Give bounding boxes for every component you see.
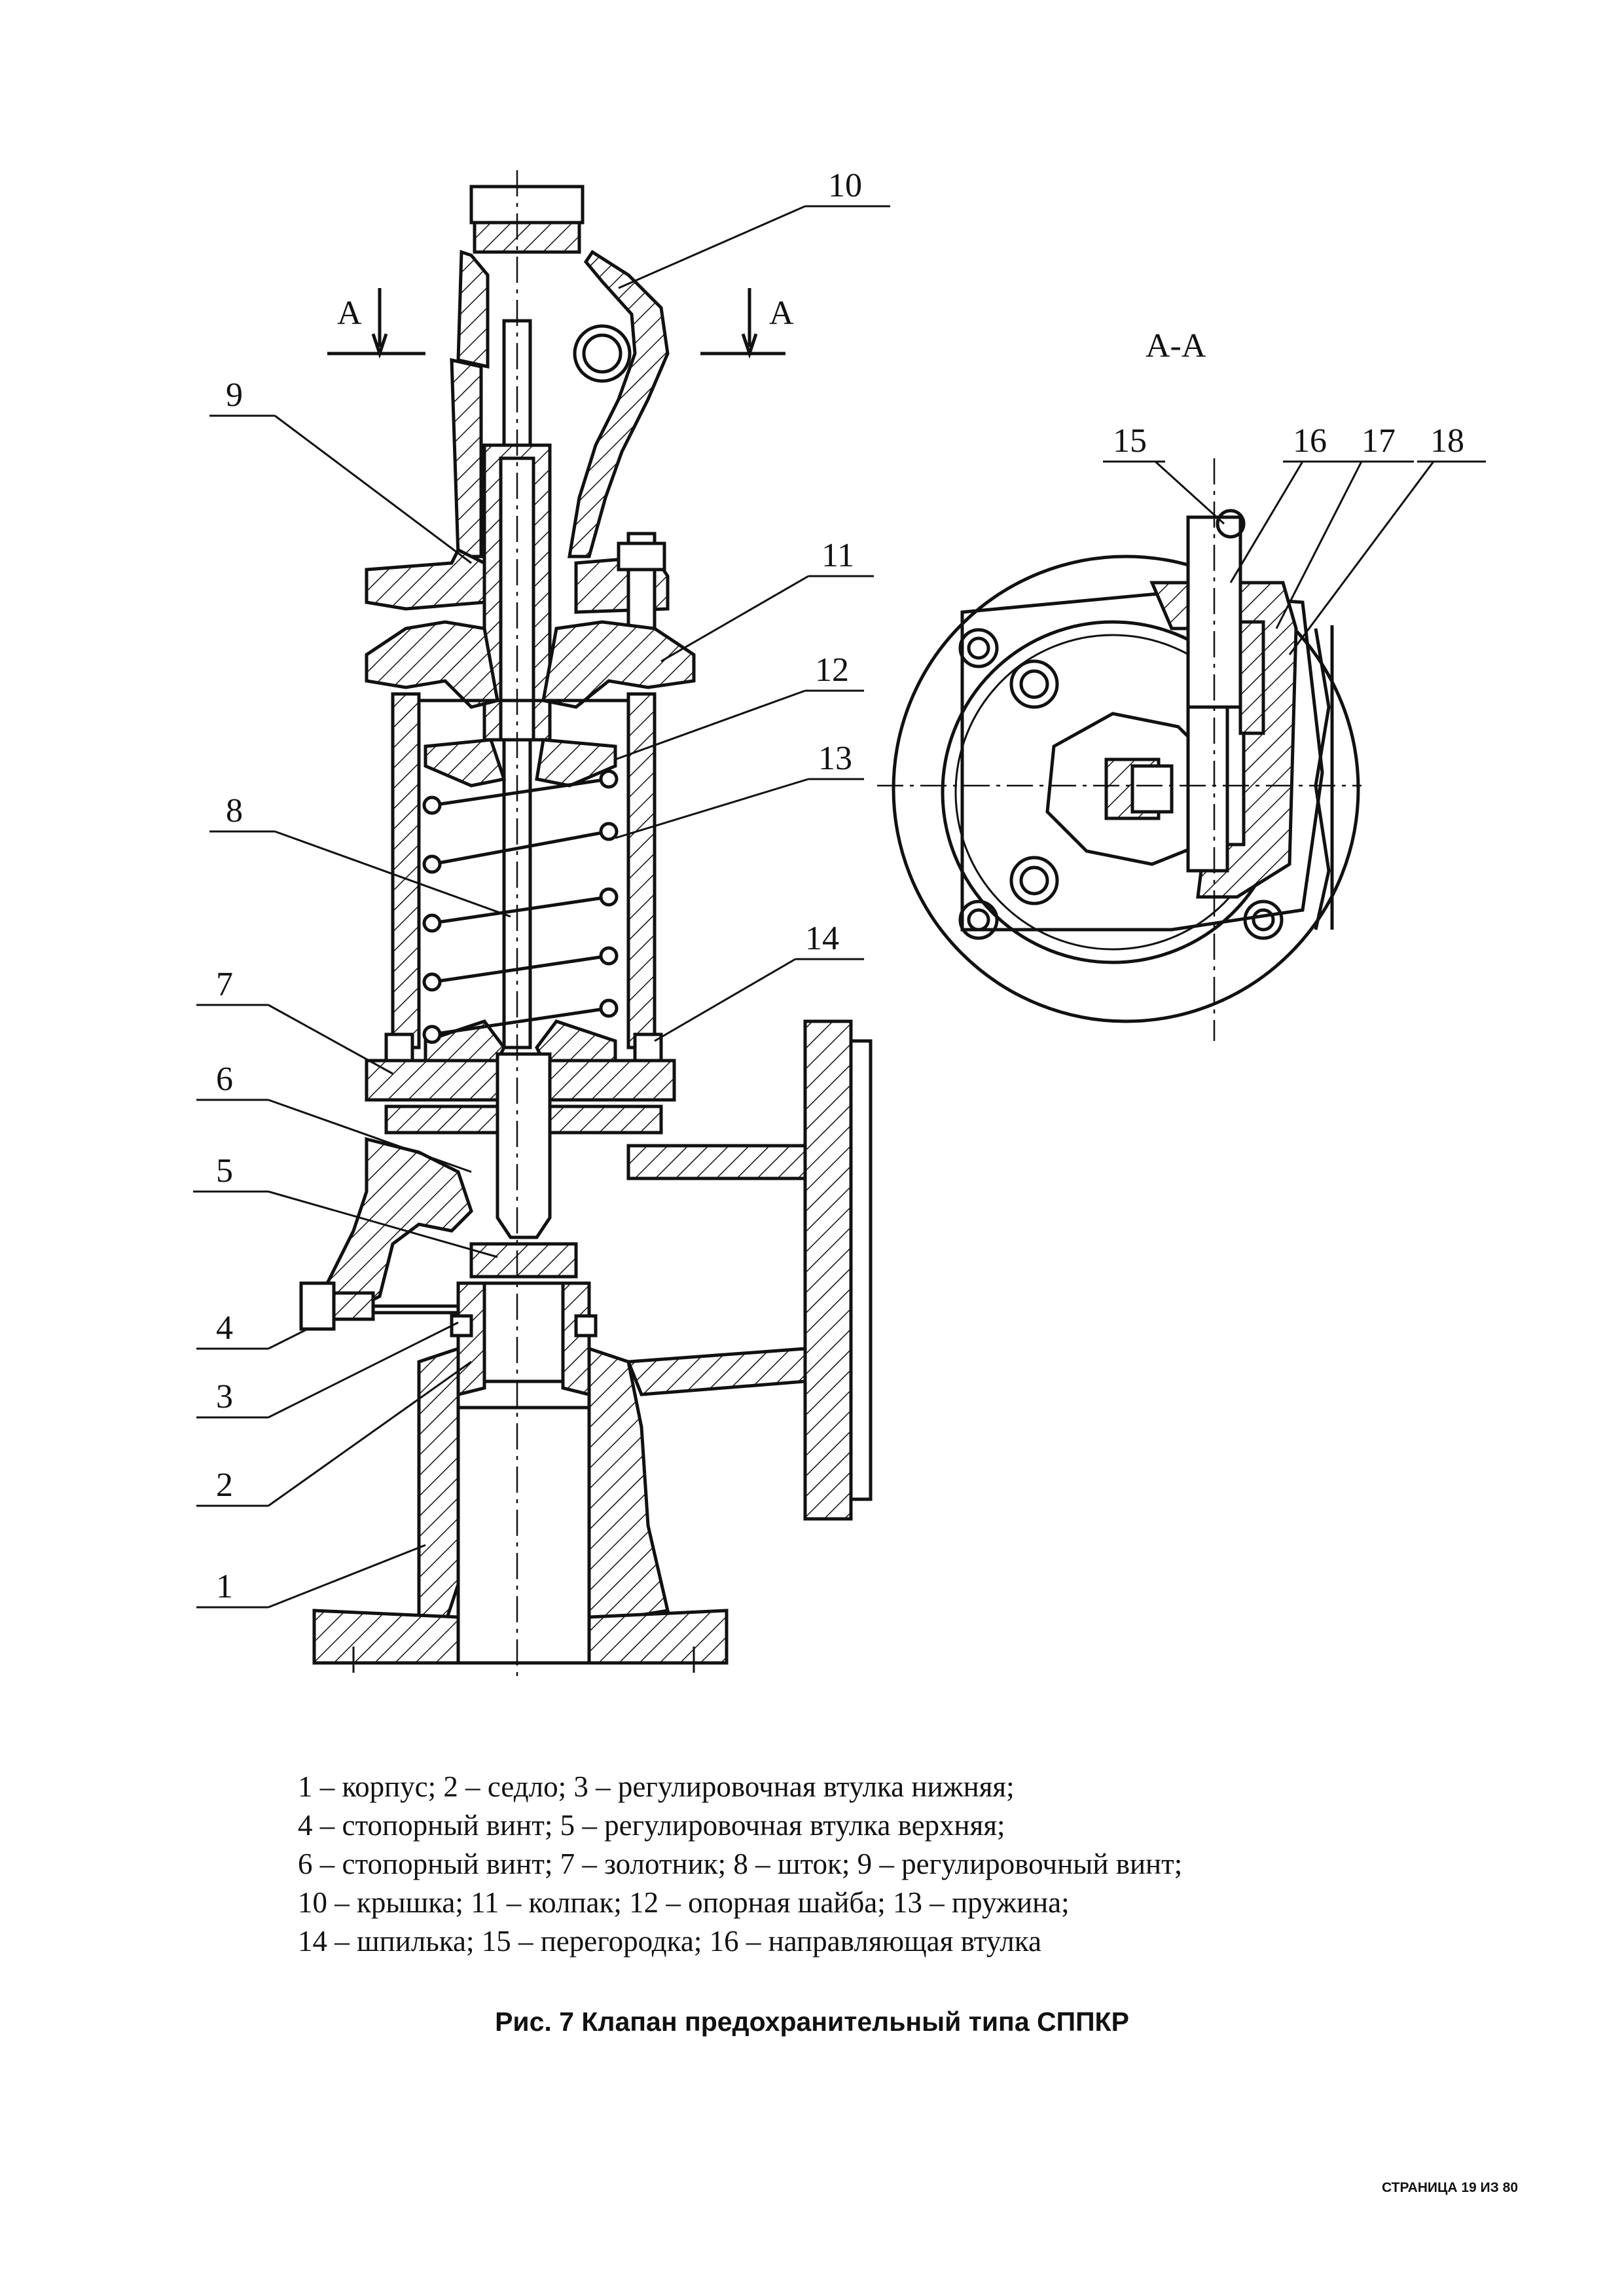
leader-lines [193,205,1486,1609]
callout-1: 1 [216,1568,233,1605]
section-title: А-А [1146,327,1206,365]
callout-4: 4 [216,1309,233,1347]
legend-line: 1 – корпус; 2 – седло; 3 – регулировочна… [298,1770,1015,1803]
seat-assembly [450,1242,598,1397]
spring [422,769,619,1044]
section-marks: А А [327,288,794,359]
section-view-aa: А-А [877,327,1362,1041]
section-mark-left: А [337,295,362,332]
callout-5: 5 [216,1152,233,1190]
callout-14: 14 [805,920,839,957]
callout-6: 6 [216,1061,233,1098]
legend-line: 14 – шпилька; 15 – перегородка; 16 – нап… [298,1925,1041,1958]
valve-body [312,1019,873,1665]
page-number: СТРАНИЦА 19 ИЗ 80 [1381,2180,1518,2195]
nuts [958,628,1284,940]
cap-top [450,185,670,558]
legend-line: 4 – стопорный винт; 5 – регулировочная в… [298,1809,1005,1842]
callout-11: 11 [821,537,854,574]
callout-17: 17 [1362,422,1396,460]
callout-10: 10 [828,167,862,204]
callout-7: 7 [216,966,233,1003]
callout-2: 2 [216,1467,233,1504]
callout-12: 12 [815,651,849,689]
parts-legend: 1 – корпус; 2 – седло; 3 – регулировочна… [298,1768,1411,1961]
callout-9: 9 [226,376,243,414]
callout-13: 13 [818,740,852,777]
callout-8: 8 [226,792,243,829]
legend-line: 6 – стопорный винт; 7 – золотник; 8 – шт… [298,1848,1183,1880]
section-mark-right: А [769,295,794,332]
callout-numbers: 10 9 11 12 13 8 14 7 6 5 4 3 2 1 15 16 1… [216,167,1464,1605]
legend-line: 10 – крышка; 11 – колпак; 12 – опорная ш… [298,1886,1070,1919]
callout-15: 15 [1113,422,1147,460]
callout-18: 18 [1430,422,1464,460]
figure-caption: Рис. 7 Клапан предохранительный типа СПП… [495,2007,1129,2037]
callout-3: 3 [216,1378,233,1415]
valve-section [299,170,873,1676]
locking-screw [299,1281,458,1331]
bonnet [365,620,696,709]
callout-16: 16 [1293,422,1327,460]
